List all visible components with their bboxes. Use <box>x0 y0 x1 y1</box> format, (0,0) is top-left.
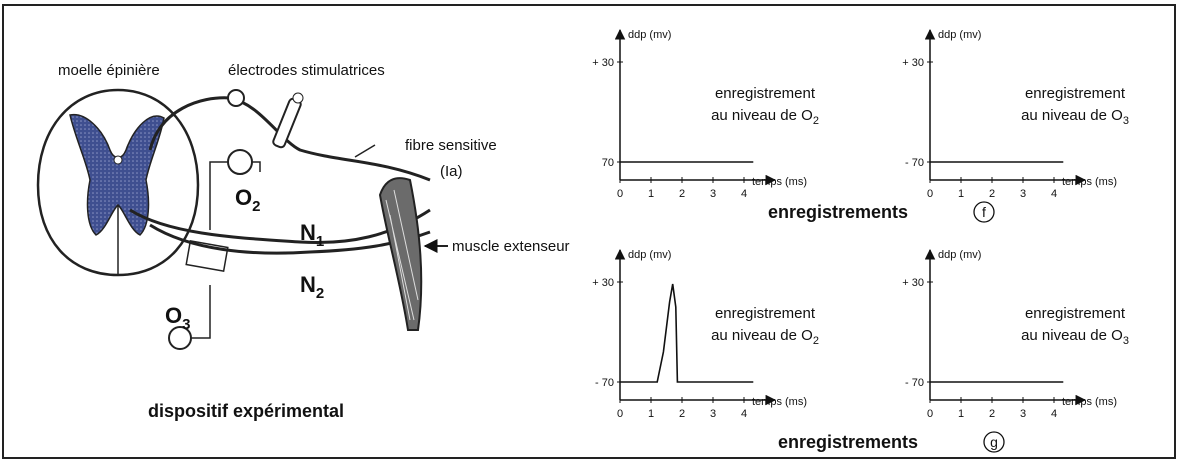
o2-label: O2 <box>235 185 260 215</box>
muscle-label: muscle extenseur <box>452 238 570 255</box>
annotation-line-2: au niveau de O2 <box>711 327 819 347</box>
o2-subscript: 2 <box>252 198 260 215</box>
y-tick-label: - 70 <box>595 377 614 389</box>
o3-subscript: 3 <box>182 316 190 333</box>
electrodes-label: électrodes stimulatrices <box>228 62 385 79</box>
annotation-line-1: enregistrement <box>715 305 816 322</box>
setup-title: dispositif expérimental <box>148 401 344 421</box>
fiber-pointer <box>354 144 376 158</box>
x-tick-label: 0 <box>927 188 933 200</box>
x-axis-label: temps (ms) <box>1062 396 1117 408</box>
x-tick-label: 3 <box>710 188 716 200</box>
o2-letter: O <box>235 185 252 210</box>
annotation-text: au niveau de O <box>711 107 813 124</box>
stimulating-electrodes[interactable] <box>272 92 304 149</box>
y-tick-label: + 30 <box>592 57 614 69</box>
x-tick-label: 1 <box>648 408 654 420</box>
annotation-subscript: 3 <box>1123 335 1129 347</box>
y-tick-label: + 30 <box>902 277 924 289</box>
recording-electrode-o2[interactable] <box>209 149 261 230</box>
x-axis-label: temps (ms) <box>1062 176 1117 188</box>
n1-letter: N <box>300 220 316 245</box>
group-symbol-f: f <box>982 204 986 220</box>
x-tick-label: 4 <box>741 188 747 200</box>
x-tick-label: 4 <box>1051 188 1057 200</box>
x-tick-label: 2 <box>679 408 685 420</box>
membrane-potential-trace <box>620 283 754 383</box>
y-axis-label: ddp (mv) <box>628 249 671 261</box>
x-tick-label: 3 <box>710 408 716 420</box>
sensory-fiber-path <box>148 96 431 182</box>
sensory-fiber-label: fibre sensitive <box>405 137 497 154</box>
group-symbol-f-circle <box>973 201 995 223</box>
x-tick-label: 0 <box>617 408 623 420</box>
o3-label: O3 <box>165 303 190 333</box>
y-tick-label: + 30 <box>592 277 614 289</box>
x-tick-label: 2 <box>679 188 685 200</box>
y-axis-label: ddp (mv) <box>938 29 981 41</box>
y-tick-label: 70 <box>602 157 614 169</box>
n1-label: N1 <box>300 220 324 250</box>
x-tick-label: 3 <box>1020 188 1026 200</box>
y-tick-label: - 70 <box>905 377 924 389</box>
annotation-line-1: enregistrement <box>1025 85 1126 102</box>
y-axis-label: ddp (mv) <box>938 249 981 261</box>
annotation-line-1: enregistrement <box>1025 305 1126 322</box>
spinal-cord-label: moelle épinière <box>58 62 160 79</box>
central-canal <box>113 155 123 165</box>
annotation-text: au niveau de O <box>1021 327 1123 344</box>
x-tick-label: 1 <box>958 188 964 200</box>
group-symbol-g-circle <box>983 431 1005 453</box>
annotation-line-2: au niveau de O3 <box>1021 327 1129 347</box>
dorsal-ganglion <box>227 89 245 107</box>
n1-subscript: 1 <box>316 233 324 250</box>
n2-label: N2 <box>300 272 324 302</box>
x-tick-label: 2 <box>989 408 995 420</box>
x-tick-label: 0 <box>927 408 933 420</box>
x-tick-label: 1 <box>648 188 654 200</box>
recording-panel-3: ddp (mv) temps (ms) + 30 - 70 0 1 2 3 4 enregistr… <box>592 248 819 420</box>
x-tick-label: 4 <box>1051 408 1057 420</box>
experimental-setup: moelle épinière électrodes stimulatrices… <box>36 62 570 421</box>
y-axis-label: ddp (mv) <box>628 29 671 41</box>
annotation-line-1: enregistrement <box>715 85 816 102</box>
x-tick-label: 2 <box>989 188 995 200</box>
extensor-muscle <box>378 177 423 331</box>
x-tick-label: 3 <box>1020 408 1026 420</box>
x-tick-label: 4 <box>741 408 747 420</box>
n2-letter: N <box>300 272 316 297</box>
recordings: ddp (mv) temps (ms) + 30 70 0 1 2 3 4 enregistrem… <box>592 28 1129 420</box>
x-axis-label: temps (ms) <box>752 176 807 188</box>
annotation-subscript: 2 <box>813 335 819 347</box>
sensory-fiber-type-label: (Ia) <box>440 163 463 180</box>
x-tick-label: 1 <box>958 408 964 420</box>
annotation-line-2: au niveau de O2 <box>711 107 819 127</box>
o3-letter: O <box>165 303 182 328</box>
group-symbol-g: g <box>990 434 998 450</box>
figure-frame <box>2 4 1176 459</box>
recording-panel-1: ddp (mv) temps (ms) + 30 70 0 1 2 3 4 enregistrem… <box>592 28 819 200</box>
x-axis-label: temps (ms) <box>752 396 807 408</box>
x-tick-label: 0 <box>617 188 623 200</box>
annotation-subscript: 3 <box>1123 115 1129 127</box>
annotation-text: au niveau de O <box>1021 107 1123 124</box>
group-title-g-text: enregistrements <box>778 432 918 452</box>
group-title-g: enregistrements g <box>778 431 1005 453</box>
recording-panel-4: ddp (mv) temps (ms) + 30 - 70 0 1 2 3 4 enregistr… <box>902 248 1129 420</box>
annotation-line-2: au niveau de O3 <box>1021 107 1129 127</box>
group-title-f: enregistrements f <box>768 201 995 223</box>
group-title-f-text: enregistrements <box>768 202 908 222</box>
annotation-text: au niveau de O <box>711 327 813 344</box>
recording-panel-2: ddp (mv) temps (ms) + 30 - 70 0 1 2 3 4 enregistr… <box>902 28 1129 200</box>
recording-electrode-o3[interactable] <box>168 240 229 350</box>
n2-subscript: 2 <box>316 285 324 302</box>
y-tick-label: + 30 <box>902 57 924 69</box>
y-tick-label: - 70 <box>905 157 924 169</box>
annotation-subscript: 2 <box>813 115 819 127</box>
